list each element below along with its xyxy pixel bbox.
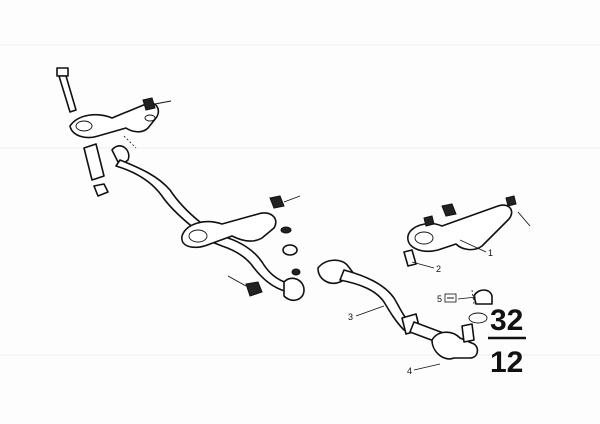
callout-2: 2 <box>436 264 441 274</box>
hex-nut-icon <box>423 215 435 227</box>
spring-clip <box>468 312 488 324</box>
leader-5 <box>457 296 477 300</box>
cotter-pin <box>517 211 531 227</box>
washer <box>282 244 298 256</box>
leader-3 <box>355 305 385 317</box>
leader-2 <box>411 261 435 269</box>
castle-nut-icon <box>441 203 457 217</box>
tie-rod-assembly <box>317 259 447 345</box>
center-tie-rod <box>111 145 305 302</box>
castle-nut-icon <box>245 281 263 297</box>
tie-rod-end-group <box>431 289 493 360</box>
ball-stud <box>461 323 475 343</box>
lower-left-fasteners <box>227 275 263 297</box>
castle-nut-icon <box>269 195 285 209</box>
idler-arm-center <box>181 195 301 256</box>
leader-4 <box>413 363 441 371</box>
callout-3: 3 <box>348 312 353 322</box>
hex-nut-icon <box>505 195 517 207</box>
arm-bore <box>75 120 93 132</box>
bolt <box>403 249 417 267</box>
page-number-top: 32 <box>490 304 523 337</box>
bushing <box>83 143 105 181</box>
callout-4: 4 <box>407 366 412 376</box>
callout-5: 5 <box>437 294 442 304</box>
pitman-arm <box>69 102 160 139</box>
dust-boot <box>473 289 493 305</box>
idler-bore <box>188 229 208 243</box>
cotter-pin <box>283 195 301 203</box>
hex-nut-icon <box>93 183 109 197</box>
callout-1: 1 <box>488 248 493 258</box>
tie-rod-end <box>431 331 479 360</box>
scan-streaks <box>0 44 600 356</box>
cotter-pin <box>227 275 247 287</box>
idler-arm-right-group <box>403 195 531 267</box>
tie-rod-end-left <box>111 145 130 167</box>
idler-arm <box>181 212 277 249</box>
page-number-bottom: 12 <box>490 346 523 379</box>
pitman-arm-group <box>56 67 172 197</box>
bolt-head <box>56 67 69 77</box>
leader-lines <box>355 239 487 371</box>
assembly-line <box>123 135 137 149</box>
rod-shaft <box>115 159 201 231</box>
castle-nut-icon <box>142 97 156 111</box>
bolt-shank <box>58 75 77 113</box>
idler-bore <box>414 231 434 245</box>
tie-rod-end-right <box>283 277 305 302</box>
page-number: 32 12 <box>488 304 526 379</box>
arm-eye <box>144 114 156 122</box>
grease-nipple-icon <box>280 226 292 234</box>
leader-1 <box>459 239 487 253</box>
tie-rod-shaft <box>339 269 411 331</box>
ball-stud-icon <box>291 268 301 276</box>
cotter-pin <box>154 100 172 105</box>
